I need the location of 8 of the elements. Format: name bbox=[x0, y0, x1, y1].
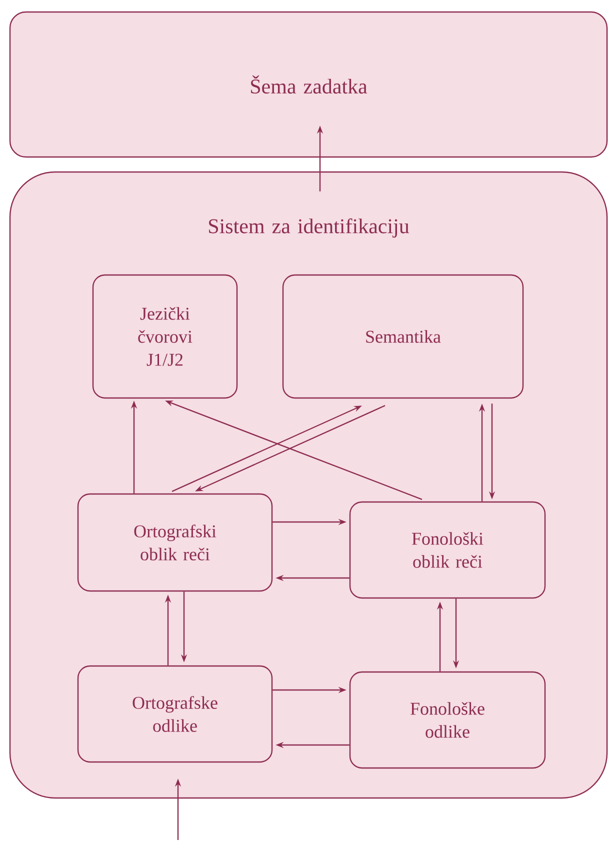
heading-box: Šema zadatka bbox=[9, 11, 608, 158]
process-box: Fonološki oblik reči bbox=[349, 501, 546, 599]
panel-title: Sistem za identifikaciju bbox=[209, 218, 410, 238]
process-box: Fonološke odlike bbox=[349, 671, 546, 769]
process-box: Jezički čvorovi J1/J2 bbox=[92, 274, 238, 399]
process-box: Ortografski oblik reči bbox=[77, 493, 273, 592]
process-box: Semantika bbox=[282, 274, 524, 399]
process-box: Ortografske odlike bbox=[77, 665, 273, 763]
